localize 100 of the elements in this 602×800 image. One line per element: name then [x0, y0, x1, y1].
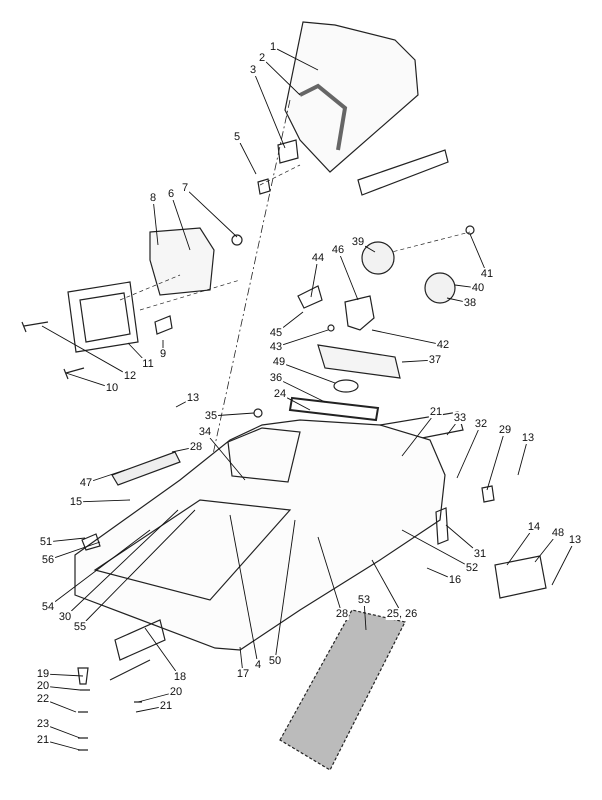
callout-number: 17: [236, 668, 250, 680]
callout-number: 56: [40, 554, 56, 566]
leader-line: [128, 342, 143, 358]
leader-line: [138, 693, 170, 702]
leader-line: [240, 646, 243, 668]
callout-number: 48: [550, 527, 566, 539]
leader-line: [136, 706, 160, 712]
leader-line: [54, 542, 100, 558]
callout-number: 7: [180, 182, 190, 194]
callout-number: 54: [40, 601, 56, 613]
callout-number: 52: [464, 562, 480, 574]
callout-number: 45: [268, 327, 284, 339]
leader-line: [446, 424, 456, 436]
leader-line: [176, 401, 186, 408]
leader-line: [172, 200, 190, 250]
callout-number: 37: [428, 354, 442, 366]
leader-line: [82, 500, 130, 502]
leader-line: [50, 726, 80, 738]
callout-number: 4: [254, 659, 262, 671]
leader-line: [402, 360, 428, 362]
leader-line: [364, 246, 376, 252]
leader-line: [552, 546, 572, 586]
callout-number: 47: [78, 477, 94, 489]
leader-line: [240, 142, 256, 174]
callout-number: 24: [272, 388, 288, 400]
callout-number: 15: [68, 496, 84, 508]
callout-number: 10: [104, 382, 120, 394]
callout-number: 30: [58, 611, 72, 623]
leader-line: [340, 256, 358, 300]
callout-number: 28: [188, 441, 204, 453]
leader-line: [372, 330, 436, 344]
callout-number: 11: [141, 358, 155, 370]
leader-line: [446, 524, 474, 548]
leader-line: [255, 76, 286, 148]
callout-number: 19: [36, 668, 50, 680]
leader-line: [50, 741, 80, 750]
leader-line: [218, 412, 254, 416]
leader-line: [50, 674, 84, 676]
leader-line: [276, 48, 318, 70]
callout-number: 43: [268, 341, 284, 353]
leader-line: [52, 538, 86, 542]
callout-number: 13: [186, 392, 200, 404]
leader-line: [282, 312, 304, 328]
leader-line: [534, 538, 554, 562]
leader-line: [402, 418, 432, 456]
callout-number: 16: [448, 574, 462, 586]
leader-line: [54, 530, 150, 602]
callout-number: 53: [356, 594, 372, 606]
leader-line: [210, 438, 246, 480]
leader-line: [310, 264, 318, 298]
callout-number: 40: [470, 282, 486, 294]
leader-line: [318, 536, 341, 608]
callout-number: 39: [350, 236, 366, 248]
leader-line: [50, 701, 76, 712]
callout-number: 6: [166, 188, 176, 200]
leader-line: [172, 448, 190, 452]
leader-line: [50, 686, 80, 690]
leader-line: [42, 326, 124, 372]
leader-line: [518, 444, 527, 476]
leader-line: [188, 191, 238, 238]
leader-line: [372, 560, 400, 608]
leader-line: [282, 330, 328, 346]
callout-number: 51: [38, 536, 54, 548]
leader-line: [506, 532, 530, 566]
callout-number: 46: [330, 244, 346, 256]
callout-number: 41: [480, 268, 494, 280]
callout-number: 18: [172, 671, 188, 683]
callout-number: 44: [310, 252, 326, 264]
callout-number: 22: [36, 693, 50, 705]
leader-line: [266, 62, 300, 96]
callout-number: 12: [122, 370, 138, 382]
leader-line: [402, 530, 466, 565]
leader-line: [230, 514, 258, 660]
callout-number: 55: [72, 621, 88, 633]
callout-number: 34: [198, 426, 212, 438]
callout-number: 38: [462, 297, 478, 309]
callout-number: 36: [268, 372, 284, 384]
leader-line: [92, 470, 126, 482]
callout-number: 50: [268, 655, 282, 667]
callout-number: 3: [248, 64, 258, 76]
callout-number: 1: [268, 41, 278, 53]
callout-number: 21: [36, 734, 50, 746]
callout-number: 21: [158, 700, 174, 712]
callout-number: 9: [158, 348, 168, 360]
leader-line: [364, 606, 366, 630]
callout-number: 14: [526, 521, 542, 533]
leader-line: [470, 234, 485, 268]
leader-line: [66, 372, 106, 386]
callout-number: 13: [520, 432, 536, 444]
callout-number: 2: [258, 52, 266, 64]
leader-line: [70, 510, 178, 612]
leader-line: [486, 436, 504, 490]
leader-line: [286, 364, 336, 384]
callout-number: 29: [498, 424, 512, 436]
leader-line: [275, 520, 296, 656]
callout-number: 20: [36, 680, 50, 692]
leader-line: [144, 628, 176, 672]
callout-number: 5: [232, 131, 242, 143]
leader-line: [426, 568, 448, 578]
leader-line: [286, 397, 310, 410]
